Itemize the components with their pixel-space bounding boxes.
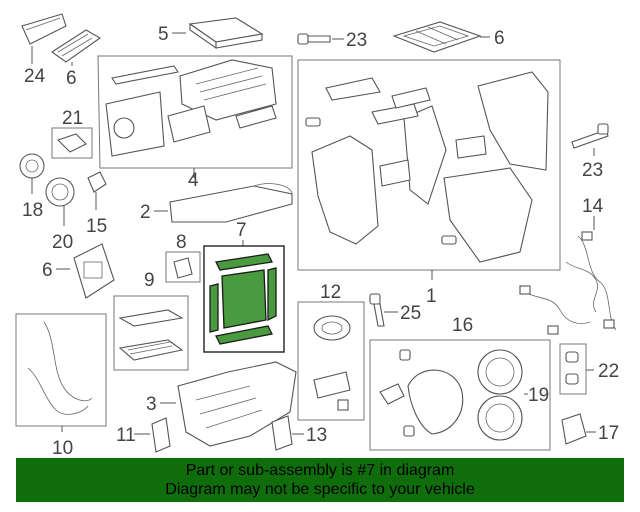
part-13 — [271, 415, 293, 451]
callout-24: 24 — [24, 66, 46, 87]
callout-6b: 6 — [42, 260, 53, 281]
callout-2: 2 — [140, 202, 151, 223]
part-17 — [561, 413, 587, 445]
part-12-blower — [297, 301, 365, 421]
part-6-grille-top-left — [51, 29, 102, 63]
part-4-group — [97, 55, 293, 169]
part-22 — [559, 343, 587, 395]
callout-4: 4 — [188, 170, 199, 191]
callout-5: 5 — [158, 24, 169, 45]
callout-9: 9 — [144, 270, 155, 291]
callout-8: 8 — [176, 232, 187, 253]
part-6-grille-top-right — [392, 21, 482, 53]
callout-6a: 6 — [66, 68, 77, 89]
callout-20: 20 — [52, 232, 73, 253]
part-5-filter — [188, 17, 264, 50]
part-15-actuator — [87, 171, 107, 193]
callout-13: 13 — [306, 425, 327, 446]
callout-11: 11 — [116, 425, 136, 446]
part-23-bolt-right — [571, 123, 609, 149]
banner-line-2: Diagram may not be specific to your vehi… — [165, 481, 475, 498]
part-14-harness — [519, 231, 617, 335]
part-2-duct — [169, 183, 293, 223]
part-18-knob — [19, 153, 45, 179]
part-11 — [151, 417, 171, 453]
part-9-filter-set — [113, 295, 189, 371]
part-20-gear — [45, 177, 75, 207]
callout-1: 1 — [426, 286, 437, 307]
callout-18: 18 — [22, 200, 43, 221]
callout-7: 7 — [236, 220, 247, 241]
callout-22: 22 — [598, 361, 619, 382]
banner-line-1: Part or sub-assembly is #7 in diagram — [185, 462, 455, 479]
callout-12: 12 — [320, 282, 341, 303]
part-23-bolt-top — [297, 33, 331, 45]
callout-14: 14 — [582, 196, 604, 217]
callout-15: 15 — [86, 216, 107, 237]
callout-23b: 23 — [582, 160, 603, 181]
part-1-hvac-case — [297, 59, 561, 271]
part-25-pin — [369, 293, 385, 327]
part-3-lower-housing — [177, 361, 297, 447]
part-21-clip — [51, 127, 93, 159]
callout-23a: 23 — [346, 30, 367, 51]
callout-16: 16 — [452, 315, 473, 336]
part-10-pipes — [15, 313, 107, 427]
part-16-group — [369, 339, 551, 451]
part-7-highlighted — [203, 245, 285, 353]
callout-19: 19 — [528, 385, 549, 406]
part-8 — [165, 251, 201, 283]
callout-17: 17 — [598, 423, 619, 444]
callout-25: 25 — [400, 303, 421, 324]
info-banner: Part or sub-assembly is #7 in diagram Di… — [16, 458, 624, 502]
part-24-bracket — [21, 13, 67, 45]
callout-3: 3 — [146, 394, 157, 415]
part-6-panel-left — [73, 243, 115, 299]
callout-6c: 6 — [494, 28, 505, 49]
callout-10: 10 — [52, 438, 73, 459]
callout-21: 21 — [62, 108, 83, 129]
